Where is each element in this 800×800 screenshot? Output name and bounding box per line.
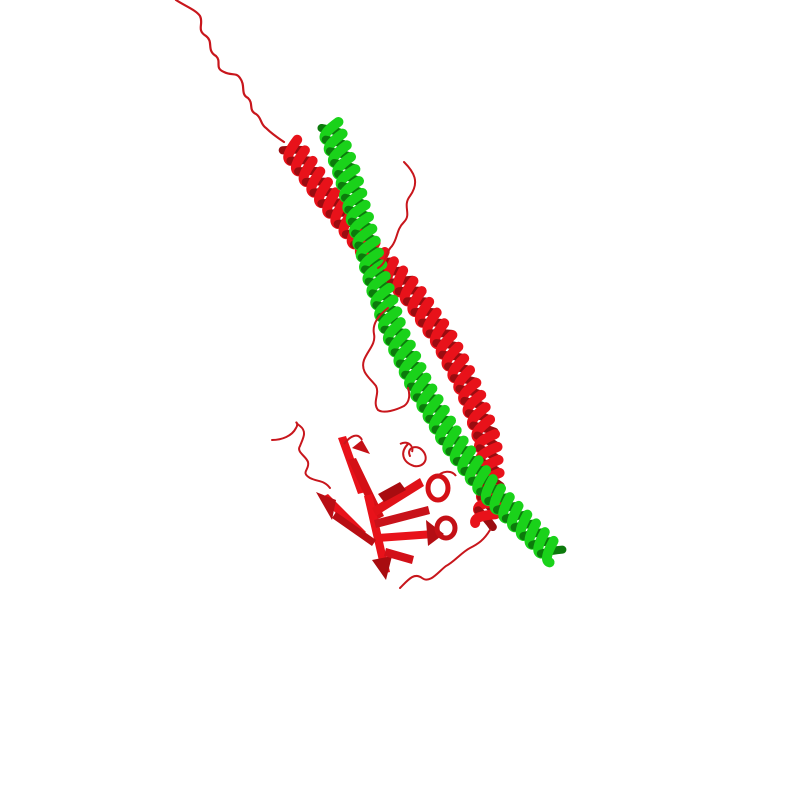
- red-domain-coil-bottom: [399, 529, 491, 589]
- beta-strand: [378, 482, 406, 502]
- red-n-terminal-coil: [174, 0, 286, 144]
- beta-strand-arrow: [372, 556, 392, 580]
- beta-strand-arrow: [316, 492, 336, 520]
- beta-strand: [348, 458, 384, 520]
- helix-turn-front: [470, 509, 501, 528]
- red-domain-coil-top: [343, 434, 457, 479]
- beta-strand: [384, 548, 414, 564]
- beta-strand: [364, 494, 390, 574]
- short-helix-turn: [434, 515, 458, 541]
- red-domain-coil-left: [271, 421, 331, 489]
- beta-strand-arrow: [352, 440, 370, 454]
- red-beta-domain: [271, 421, 491, 589]
- helix-turn-front: [542, 535, 559, 568]
- green-alpha-helix: [317, 117, 567, 568]
- beta-strand: [378, 530, 434, 542]
- beta-strand-arrow: [426, 520, 444, 546]
- red-middle-loop: [377, 161, 417, 269]
- red-long-loop: [362, 307, 411, 413]
- beta-strand: [372, 478, 424, 516]
- beta-strand: [374, 506, 430, 528]
- beta-strand: [332, 512, 376, 546]
